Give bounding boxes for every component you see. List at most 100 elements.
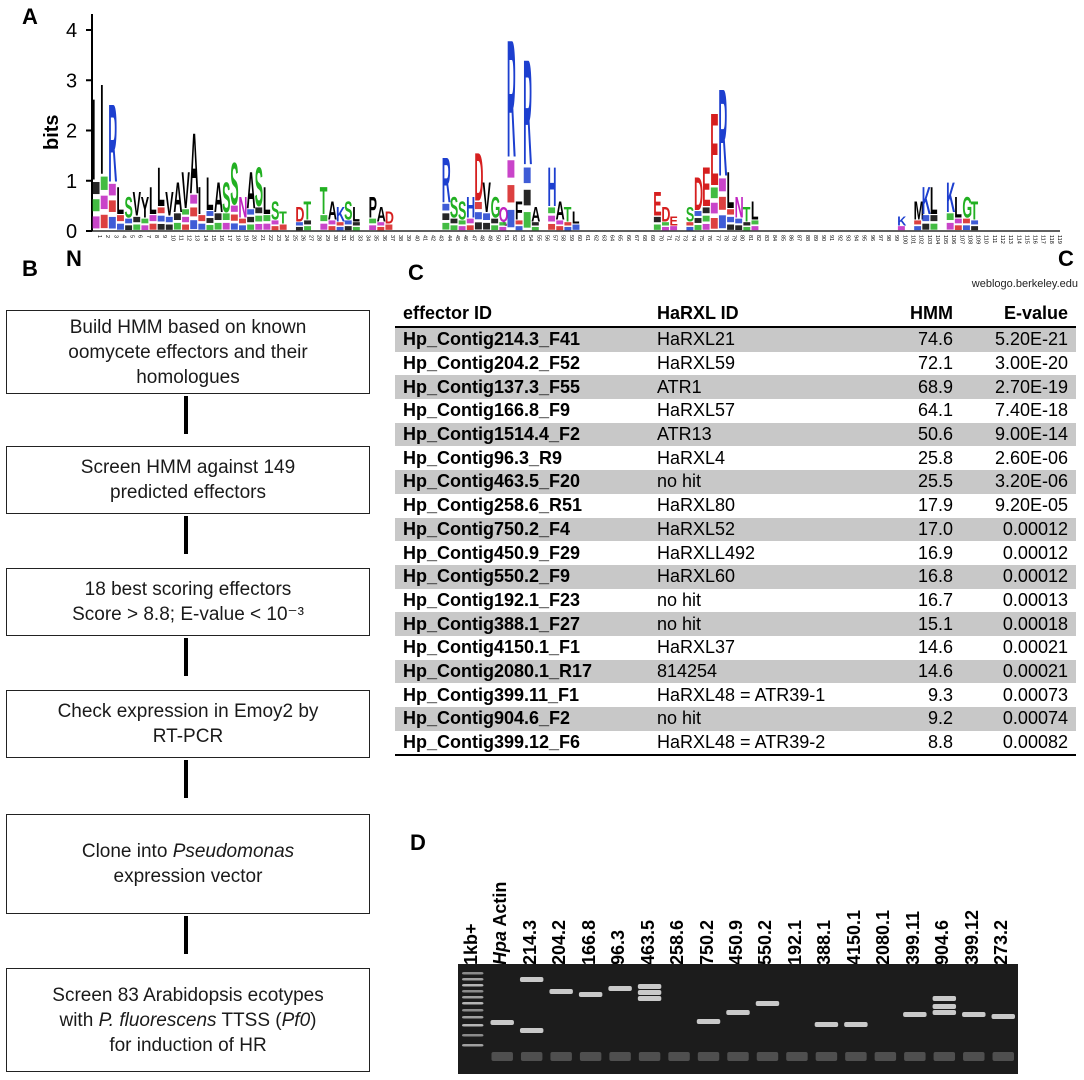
logo-y-tick-label: 2 xyxy=(66,121,77,143)
logo-position-label: 71 xyxy=(665,235,671,241)
cell-effector-id: Hp_Contig450.9_F29 xyxy=(403,542,581,563)
logo-residue-letter: S xyxy=(458,198,466,226)
logo-position-label: 48 xyxy=(478,235,484,241)
logo-minor-residue xyxy=(92,182,100,195)
logo-minor-residue xyxy=(499,222,507,226)
cell-evalue: 0.00082 xyxy=(961,730,1076,757)
logo-residue-letter: E xyxy=(710,91,718,208)
gel-band xyxy=(815,1052,838,1061)
gel-lane-label: 273.2 xyxy=(991,919,1012,965)
logo-column: H xyxy=(466,190,475,230)
logo-position-label: 60 xyxy=(576,235,582,241)
cell-hmm-score: 72.1 xyxy=(917,353,953,374)
flow-step-line: RT-PCR xyxy=(152,726,224,747)
cell-hmm-score: 64.1 xyxy=(917,400,953,421)
logo-minor-residue xyxy=(458,226,466,231)
logo-position-label: 59 xyxy=(568,235,574,241)
logo-position-label: 30 xyxy=(332,235,338,241)
logo-minor-residue xyxy=(336,222,344,226)
logo-column: S xyxy=(255,155,263,230)
logo-position-label: 119 xyxy=(1056,235,1062,244)
logo-residue-letter: L xyxy=(726,161,734,219)
gel-band xyxy=(491,1052,513,1061)
logo-column: K xyxy=(922,180,931,230)
logo-column: A xyxy=(190,116,199,230)
logo-minor-residue xyxy=(548,215,556,222)
gel-band xyxy=(932,1004,957,1009)
logo-column: N xyxy=(238,190,247,230)
logo-minor-residue xyxy=(946,222,954,230)
logo-position-label: 92 xyxy=(836,235,842,241)
logo-residue-letter: K xyxy=(946,173,955,222)
logo-residue-letter: G xyxy=(962,190,972,224)
logo-minor-residue xyxy=(255,223,263,230)
logo-column: T xyxy=(320,180,328,230)
logo-minor-residue xyxy=(727,209,735,215)
logo-position-label: 32 xyxy=(348,235,354,241)
logo-position-label: 17 xyxy=(226,235,232,241)
logo-minor-residue xyxy=(344,220,352,225)
flow-step-line: for induction of HR xyxy=(109,1034,267,1056)
logo-column: T xyxy=(303,198,312,231)
logo-position-label: 28 xyxy=(316,235,322,241)
logo-position-label: 54 xyxy=(527,235,533,241)
logo-residue-letter: L xyxy=(206,169,214,221)
gel-band xyxy=(756,1052,779,1061)
flow-step-line: predicted effectors xyxy=(110,482,266,503)
logo-column: D xyxy=(385,208,394,230)
logo-column: G xyxy=(962,190,972,230)
cell-hmm-score: 9.2 xyxy=(885,707,961,731)
cell-effector-id: Hp_Contig204.2_F52 xyxy=(403,353,581,374)
cell-harxl-id: HaRXL52 xyxy=(649,517,885,542)
logo-minor-residue xyxy=(133,216,141,223)
logo-minor-residue xyxy=(190,220,198,230)
logo-position-label: 115 xyxy=(1023,235,1029,244)
logo-residue-letter: P xyxy=(369,190,377,224)
flow-step-line: Screen 83 Arabidopsis ecotypes xyxy=(52,984,324,1006)
gel-band xyxy=(462,1009,484,1012)
logo-position-label: 97 xyxy=(877,235,883,241)
logo-position-label: 56 xyxy=(543,235,549,241)
logo-position-label: 107 xyxy=(958,235,964,244)
logo-column: P xyxy=(369,190,377,230)
logo-position-label: 98 xyxy=(885,235,891,241)
logo-position-label: 73 xyxy=(682,235,688,241)
flow-step-build-hmm: Build HMM based on known oomycete effect… xyxy=(6,310,370,394)
cell-harxl-id: HaRXL21 xyxy=(649,327,885,352)
down-arrow-icon xyxy=(171,760,201,808)
logo-minor-residue xyxy=(190,194,198,204)
cell-hmm-score: 50.6 xyxy=(885,422,961,447)
panel-label-d: D xyxy=(410,830,426,855)
logo-minor-residue xyxy=(702,215,710,222)
logo-minor-residue xyxy=(556,226,564,231)
logo-minor-residue xyxy=(523,189,531,206)
gel-band xyxy=(963,1052,985,1061)
cell-hmm-score: 16.9 xyxy=(917,542,953,563)
gel-lane-label: 214.3 xyxy=(519,919,540,965)
logo-residue-letter: G xyxy=(491,190,501,224)
logo-residue-letter: R xyxy=(108,80,117,205)
logo-column: L xyxy=(149,180,157,230)
logo-minor-residue xyxy=(239,218,246,224)
flow-step-check-expression: Check expression in Emoy2 by RT-PCR xyxy=(6,690,370,758)
cell-harxl-id: HaRXL48 = ATR39-2 xyxy=(649,730,885,757)
logo-column: H xyxy=(548,155,557,230)
logo-residue-letter: T xyxy=(564,202,572,226)
logo-column: D xyxy=(694,169,703,230)
flow-step-line: Check expression in Emoy2 by xyxy=(57,701,319,722)
n-terminus-label: N xyxy=(66,246,82,270)
logo-minor-residue xyxy=(271,226,279,231)
logo-position-label: 31 xyxy=(340,235,346,241)
cell-hmm-score: 74.6 xyxy=(885,327,961,352)
gel-band xyxy=(462,1016,484,1019)
cell-harxl-id: 814254 xyxy=(649,659,885,684)
logo-minor-residue xyxy=(271,220,279,225)
logo-minor-residue xyxy=(507,209,515,228)
gel-band xyxy=(609,1052,631,1061)
